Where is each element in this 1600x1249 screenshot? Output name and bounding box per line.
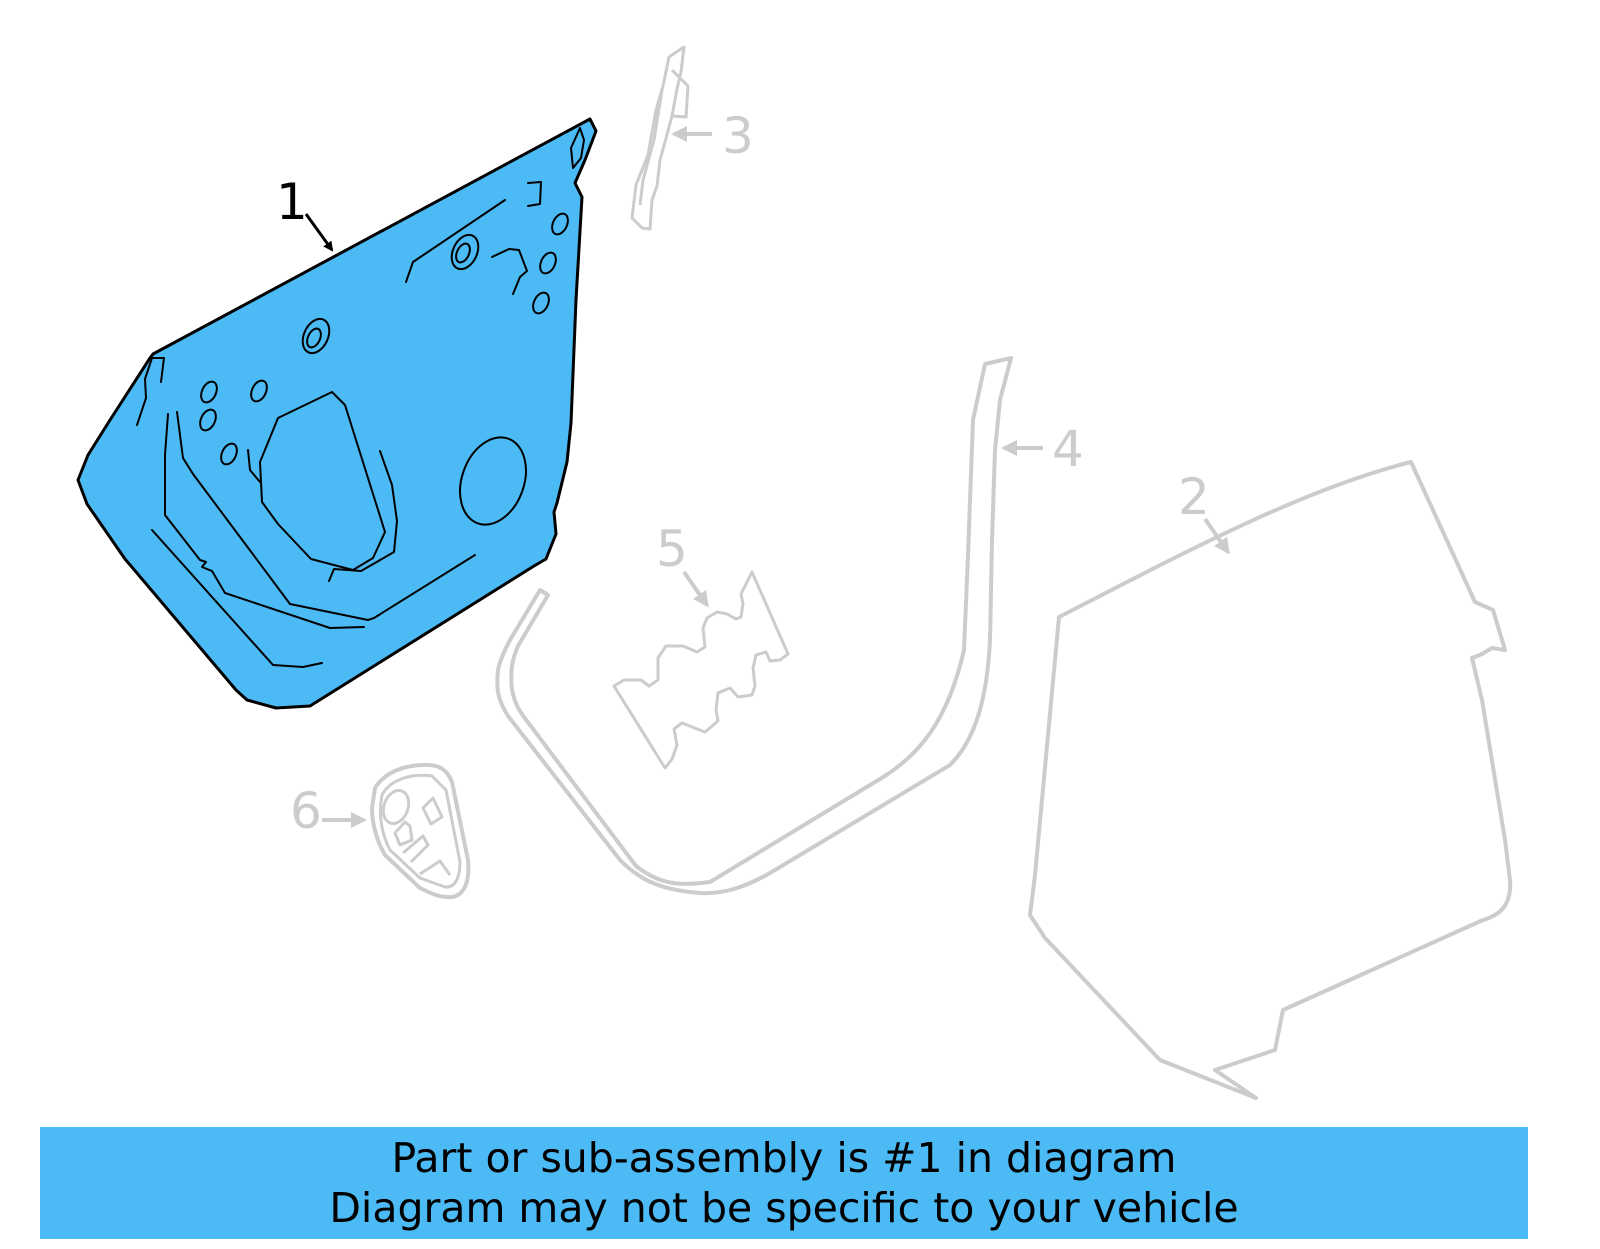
callout-2[interactable]: 2 bbox=[1178, 468, 1230, 555]
part-5-pad[interactable] bbox=[612, 570, 790, 770]
banner-line-1: Part or sub-assembly is #1 in diagram bbox=[391, 1134, 1177, 1182]
callout-5[interactable]: 5 bbox=[656, 520, 709, 608]
callout-3[interactable]: 3 bbox=[671, 107, 754, 165]
part-4-weatherstrip[interactable] bbox=[495, 356, 1013, 896]
callout-2-label: 2 bbox=[1178, 468, 1210, 526]
callout-4-label: 4 bbox=[1052, 420, 1084, 478]
banner-line-2: Diagram may not be specific to your vehi… bbox=[329, 1184, 1239, 1232]
part-2-door-seal[interactable] bbox=[1028, 460, 1513, 1100]
callout-6[interactable]: 6 bbox=[290, 782, 367, 840]
callout-5-arrow bbox=[682, 570, 709, 608]
callout-4[interactable]: 4 bbox=[1001, 420, 1084, 478]
callout-1-label: 1 bbox=[276, 173, 308, 231]
callout-1[interactable]: 1 bbox=[276, 173, 334, 252]
callout-5-label: 5 bbox=[656, 520, 688, 578]
callout-3-label: 3 bbox=[722, 107, 754, 165]
callout-1-arrow bbox=[304, 213, 334, 252]
callout-2-arrow bbox=[1203, 517, 1230, 555]
part-1-door-panel[interactable] bbox=[76, 117, 598, 710]
part-3-bracket[interactable] bbox=[630, 45, 690, 231]
part-6-grommet[interactable] bbox=[370, 762, 471, 900]
info-banner: Part or sub-assembly is #1 in diagram Di… bbox=[40, 1127, 1528, 1239]
callout-6-label: 6 bbox=[290, 782, 322, 840]
